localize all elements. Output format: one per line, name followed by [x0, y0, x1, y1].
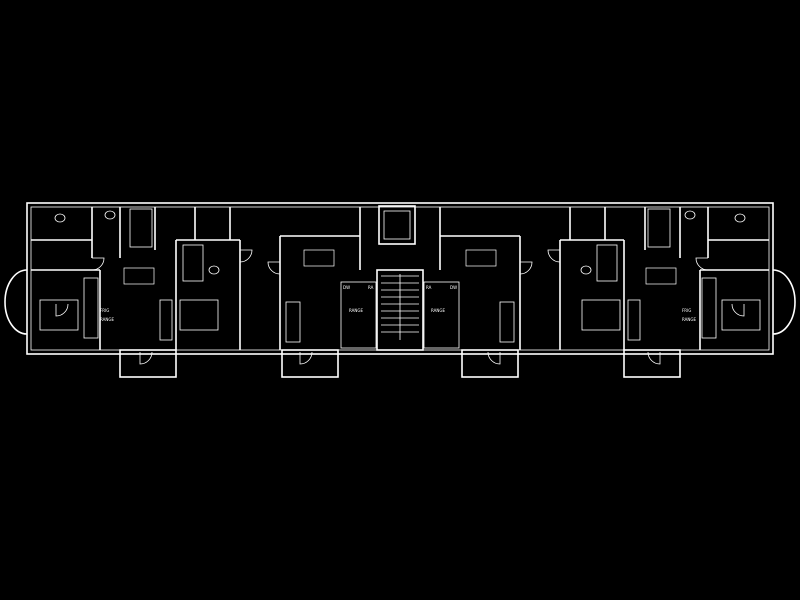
bathtub [129, 208, 153, 248]
toilet [734, 213, 746, 223]
range-label-right: RANGE [682, 317, 696, 322]
kitchen-counter [83, 277, 99, 339]
toilet [104, 210, 116, 220]
door-swing [299, 351, 313, 365]
bed [721, 299, 761, 331]
bed [179, 299, 219, 331]
balcony [281, 349, 339, 378]
balcony [461, 349, 519, 378]
bed [581, 299, 621, 331]
door-swing [239, 249, 253, 263]
bed [39, 299, 79, 331]
dining-table [303, 249, 335, 267]
toilet [208, 265, 220, 275]
bay-window-left [4, 269, 28, 335]
elevator-shaft [378, 205, 416, 245]
sofa [159, 299, 173, 341]
door-swing [547, 249, 561, 263]
kitchen-right [423, 281, 460, 349]
apartment-unit-right [439, 207, 769, 378]
door-swing [647, 351, 661, 365]
kitchen-left [340, 281, 377, 349]
dining-table [123, 267, 155, 285]
toilet [684, 210, 696, 220]
door-swing [55, 303, 69, 317]
door-swing [519, 261, 533, 275]
door-swing [487, 351, 501, 365]
kitchen-counter [701, 277, 717, 339]
dining-table [645, 267, 677, 285]
bathtub [182, 244, 204, 282]
dw-label-left: DW [343, 285, 350, 290]
bathtub [647, 208, 671, 248]
building-outline [26, 202, 774, 355]
fridge-label-right: FRIG [682, 308, 691, 313]
balcony [119, 349, 177, 378]
ra-label-right: RA [426, 285, 432, 290]
range-label-left: RANGE [349, 308, 363, 313]
toilet [580, 265, 592, 275]
door-swing [731, 303, 745, 317]
elevator-car [383, 210, 411, 240]
apartment-unit-left: FRIG RANGE [31, 207, 361, 378]
stairwell [376, 269, 424, 351]
dining-table [465, 249, 497, 267]
fridge-label: FRIG [100, 308, 109, 313]
door-swing [267, 261, 281, 275]
ra-label-left: RA [368, 285, 374, 290]
balcony [623, 349, 681, 378]
dw-label-right: DW [450, 285, 457, 290]
range-label-right: RANGE [431, 308, 445, 313]
bathtub [596, 244, 618, 282]
door-swing [91, 257, 105, 271]
bay-window-right [772, 269, 796, 335]
door-swing [139, 351, 153, 365]
sofa [285, 301, 301, 343]
sofa [627, 299, 641, 341]
stair-core: DW RA RA DW RANGE RANGE [340, 205, 460, 351]
sofa [499, 301, 515, 343]
stair-treads [381, 274, 419, 340]
toilet [54, 213, 66, 223]
door-swing [695, 257, 709, 271]
range-label: RANGE [100, 317, 114, 322]
